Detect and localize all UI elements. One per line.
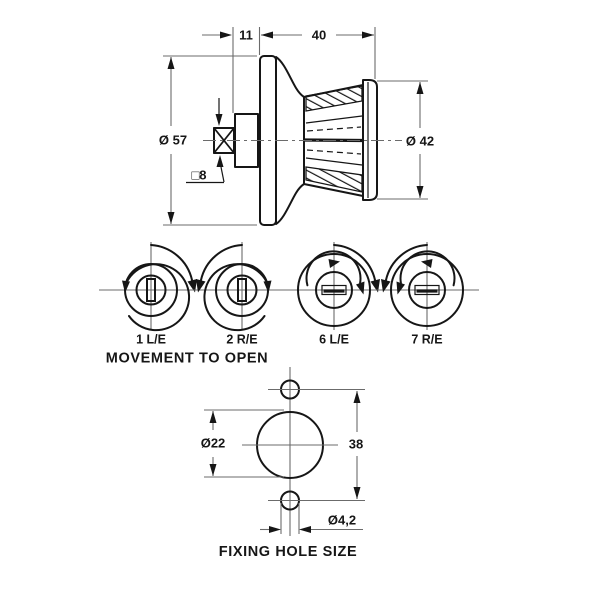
movement-to-open-diagram: 1 L/E 2 R/E 6 L/: [99, 242, 479, 367]
fixing-hole-diagram: Ø22 38 Ø4,2 FIXING HOLE SIZE: [201, 367, 365, 560]
rotation-label-7-re: 7 R/E: [411, 333, 442, 347]
keyway-slot: [146, 278, 156, 302]
dim-knob-depth: 40: [261, 27, 376, 79]
keyway-slot: [237, 278, 247, 302]
keyway-slot: [414, 284, 440, 296]
entry-arrow: [187, 279, 197, 293]
knob-side-view: 11 40 Ø 57 Ø 42: [159, 27, 434, 226]
rotation-label-2-re: 2 R/E: [226, 333, 257, 347]
dim-label-11: 11: [239, 28, 253, 43]
turn-arrow-mid: [421, 259, 433, 268]
turn-arrow-ccw: [122, 280, 130, 293]
dim-label-spindle-square: □8: [191, 168, 206, 183]
dim-rose-diameter: Ø 57: [159, 55, 257, 226]
rotation-label-1-le: 1 L/E: [136, 333, 166, 347]
entry-arrow: [381, 279, 391, 293]
dim-spindle-hole: Ø22: [201, 409, 284, 478]
dim-label-rose-diameter: Ø 57: [159, 133, 187, 148]
dim-label-knob-diameter: Ø 42: [406, 134, 434, 149]
fixing-title: FIXING HOLE SIZE: [219, 544, 358, 560]
dim-hole-spacing: 38: [268, 388, 365, 502]
rotation-diagram-7-re: 7 R/E: [375, 242, 479, 347]
turn-arrow-cw: [263, 280, 272, 293]
dim-knob-diameter: Ø 42: [377, 80, 434, 200]
turn-arrow-end: [396, 281, 405, 295]
rotation-diagram-6-le: 6 L/E: [282, 242, 386, 347]
entry-arrow: [196, 279, 206, 293]
turn-arrow-end: [356, 281, 365, 295]
dim-label-hole-spacing: 38: [349, 437, 363, 452]
dim-boss-length: 11: [202, 27, 261, 113]
rotation-diagram-1-le: 1 L/E: [99, 242, 203, 347]
turn-arrow-mid: [328, 259, 340, 268]
movement-title: MOVEMENT TO OPEN: [106, 351, 268, 367]
dim-label-40: 40: [312, 28, 326, 43]
knob-face: [362, 79, 378, 201]
rotation-label-6-le: 6 L/E: [319, 333, 349, 347]
entry-arrow: [370, 279, 380, 293]
dim-fixing-hole: Ø4,2: [260, 503, 363, 534]
dim-spindle-square: □8: [186, 98, 225, 184]
rotation-diagram-2-re: 2 R/E: [190, 242, 294, 347]
keyway-slot: [321, 284, 347, 296]
dim-label-spindle-hole: Ø22: [201, 436, 226, 451]
dim-label-fixing-hole: Ø4,2: [328, 513, 356, 528]
